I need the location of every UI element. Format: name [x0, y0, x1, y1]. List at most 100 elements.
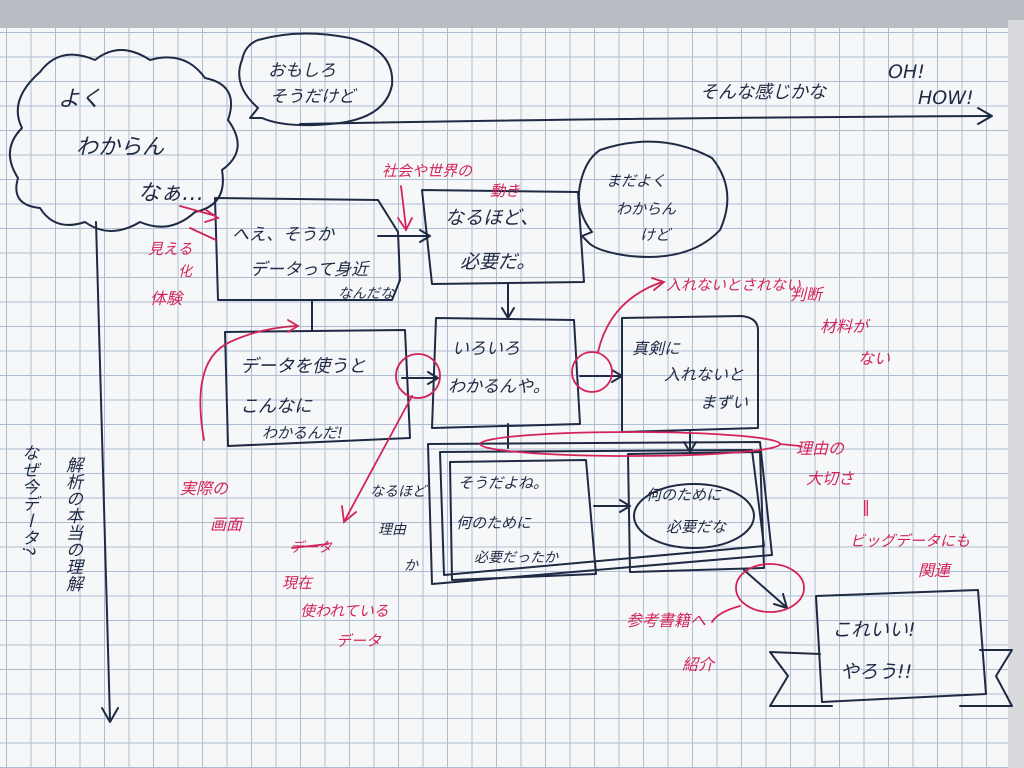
- red-bigdata: ビッグデータにも: [850, 532, 970, 550]
- red-riyuu: 理由の: [796, 439, 845, 458]
- label-ka: か: [404, 558, 419, 574]
- paper-edge-shadow: [1008, 20, 1024, 768]
- red-handan: 判断: [790, 285, 825, 304]
- arrowhead: [683, 441, 697, 453]
- box-heh-line3: なんだな: [338, 286, 395, 302]
- left-down-arrow: [95, 221, 111, 721]
- box-heh: [214, 197, 401, 301]
- box-majime-line2: 入れないと: [664, 365, 744, 384]
- cloud-text-3: なぁ…: [138, 181, 204, 206]
- red-arrow: [179, 205, 217, 217]
- oval-highlight: [633, 483, 755, 549]
- oh-text: OH!: [888, 61, 925, 83]
- red-taiken: 体験: [150, 289, 185, 308]
- bubble-top-1: おもしろ: [268, 61, 336, 81]
- red-shoukai: 紹介: [682, 655, 716, 674]
- red-tsukawarete: 使われている: [300, 602, 389, 620]
- red-mieru: 見える: [148, 240, 193, 258]
- red-taisetsusa: 大切さ: [806, 469, 855, 488]
- box-data-line3: わかるんだ!: [262, 424, 343, 442]
- box-koreiii: [815, 589, 987, 703]
- cloud-text-2: わからん: [76, 135, 165, 160]
- red-nai: ない: [858, 349, 890, 368]
- box-iroiro-line1: いろいろ: [452, 339, 520, 359]
- red-gamen: 画面: [210, 515, 245, 534]
- desk-background: [0, 0, 1024, 28]
- box-majime-line1: 真剣に: [632, 339, 681, 358]
- red-sankou: 参考書籍へ: [626, 611, 706, 630]
- box-souda-line2: 何のために: [456, 514, 532, 532]
- bubble-mada-1: まだよく: [606, 172, 666, 190]
- red-arrowhead: [651, 277, 666, 291]
- box-majime: [621, 315, 759, 433]
- box-souda-line1: そうだよね。: [458, 474, 548, 492]
- red-line: [711, 605, 741, 623]
- box-iroiro: [431, 317, 581, 429]
- red-strike: データ: [290, 540, 333, 556]
- box-data-line2: こんなに: [240, 396, 313, 417]
- red-arrowhead: [287, 319, 300, 333]
- red-arrow: [189, 227, 217, 241]
- bubble-mada-3: けど: [640, 226, 673, 244]
- box-naruhodo: [421, 189, 585, 285]
- red-arrow: [400, 185, 407, 229]
- label-naruhodo: なるほど: [370, 484, 428, 500]
- red-circle: [395, 353, 441, 399]
- arrowhead: [101, 707, 119, 723]
- bubble-mada-2: わからん: [616, 200, 677, 218]
- box-heh-line2: データって身近: [250, 260, 371, 280]
- box-majime-line3: まずい: [700, 393, 748, 412]
- box-data-line1: データを使うと: [240, 356, 366, 377]
- box-koreiii-line2: やろう!!: [840, 661, 912, 683]
- red-jissai: 実際の: [180, 479, 229, 498]
- speech-bubble-mada: [577, 140, 729, 258]
- box-data: [224, 329, 411, 447]
- arrowhead: [427, 371, 439, 385]
- box-koreiii-line1: これいい!: [832, 619, 916, 641]
- box-naruhodo-line1: なるほど、: [445, 207, 539, 229]
- box-souda-line3: 必要だったか: [474, 550, 559, 566]
- arrowhead: [501, 307, 515, 319]
- vertical-question: なぜ今データ?: [18, 444, 38, 555]
- red-arrowhead: [397, 217, 413, 232]
- red-arrow: [344, 395, 413, 521]
- red-arrowhead: [204, 209, 221, 223]
- red-kanren: 関連: [918, 561, 952, 580]
- box-nan: [627, 451, 765, 573]
- red-curve: [597, 281, 663, 353]
- box-heh-line1: へえ、そうか: [232, 225, 335, 245]
- red-shakai: 社会や世界の: [382, 162, 473, 180]
- ribbon-left: [769, 651, 833, 707]
- red-circle: [571, 351, 613, 393]
- red-arrowhead: [341, 505, 357, 524]
- red-equals: ‖: [862, 497, 870, 516]
- red-irenai: 入れないとされない: [666, 276, 801, 294]
- red-line: [779, 443, 801, 447]
- how-text: HOW!: [918, 87, 974, 109]
- red-curve: [199, 325, 297, 441]
- arrowhead: [619, 499, 631, 513]
- box-naruhodo-line2: 必要だ。: [460, 251, 535, 273]
- red-genzai: 現在: [282, 574, 314, 592]
- red-circle: [735, 563, 805, 613]
- arrow: [743, 569, 786, 607]
- red-data: データ: [336, 632, 382, 650]
- label-riyuu: 理由: [378, 522, 407, 538]
- ribbon-right: [959, 649, 1013, 707]
- box-nan-line1: 何のために: [646, 486, 722, 504]
- arrowhead: [419, 229, 431, 243]
- feeling-text: そんな感じかな: [700, 82, 828, 103]
- strike-line: [291, 543, 329, 549]
- vertical-understanding: 解析の本当の理解: [62, 456, 83, 592]
- box-souda: [449, 459, 597, 581]
- long-arrow-right: [299, 115, 991, 125]
- grid-paper: [0, 28, 1012, 768]
- red-zairyou: 材料が: [820, 317, 871, 336]
- red-ugoki: 動き: [490, 182, 520, 200]
- red-ka: 化: [178, 264, 194, 280]
- box-nan-line2: 必要だな: [666, 518, 727, 536]
- box-iroiro-line2: わかるんや。: [448, 377, 550, 397]
- arrowhead: [977, 107, 993, 125]
- bubble-top-2: そうだけど: [270, 87, 358, 107]
